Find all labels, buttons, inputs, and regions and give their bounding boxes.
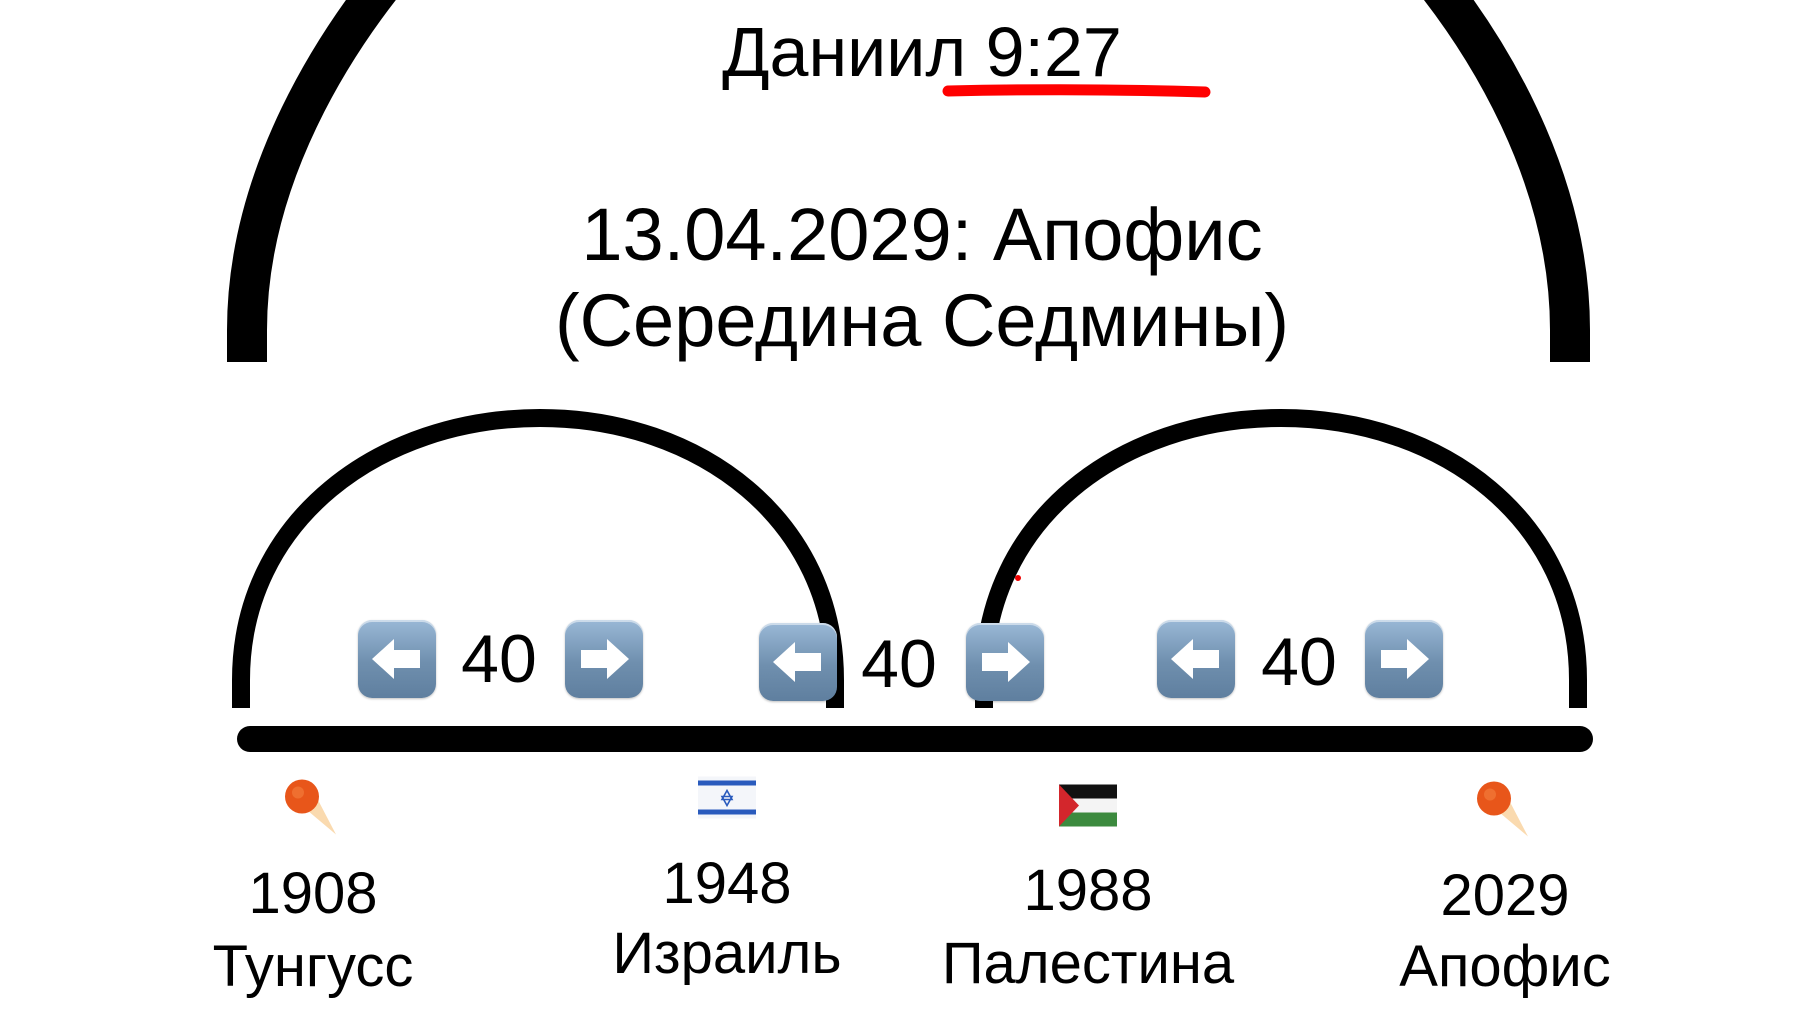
small-arc-left: [232, 408, 844, 708]
period-value: 40: [1261, 624, 1337, 700]
event-year: 2029: [1440, 863, 1570, 928]
right-arrow-icon: [1365, 620, 1443, 698]
event-year: 1908: [248, 861, 378, 926]
left-arrow-icon: [1157, 620, 1235, 698]
palestine-flag-icon: [1059, 784, 1117, 832]
small-arc-right: [975, 408, 1587, 708]
israel-flag-icon: [698, 776, 756, 824]
event-caption-line2: (Середина Седмины): [554, 279, 1290, 362]
right-arrow-icon: [966, 623, 1044, 701]
event-name: Тунгусс: [212, 934, 414, 999]
left-arrow-icon: [759, 623, 837, 701]
page-title: Даниил 9:27: [722, 13, 1122, 91]
left-arrow-icon: [358, 620, 436, 698]
comet-icon: [1470, 775, 1540, 850]
event-caption: 13.04.2029: Апофис (Середина Седмины): [555, 192, 1289, 364]
right-arrow-icon: [565, 620, 643, 698]
big-arc: [227, 0, 1590, 362]
title-underline: [942, 84, 1211, 98]
event-name: Израиль: [612, 921, 842, 986]
event-year: 1988: [1023, 858, 1153, 923]
event-year: 1948: [662, 851, 792, 916]
period-value: 40: [861, 626, 937, 702]
period-value: 40: [461, 621, 537, 697]
comet-icon: [278, 773, 348, 848]
event-caption-line1: 13.04.2029: Апофис: [581, 193, 1263, 276]
red-dot: [1015, 575, 1021, 581]
event-name: Апофис: [1399, 934, 1611, 999]
event-name: Палестина: [941, 931, 1235, 996]
